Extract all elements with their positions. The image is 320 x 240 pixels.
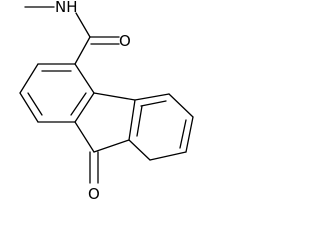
five-membered-ring bbox=[74, 92, 136, 153]
molecule-structure: NH O O bbox=[19, 0, 194, 203]
bond-carbonyl-double-o bbox=[89, 36, 120, 45]
amide-nitrogen-label: NH bbox=[55, 0, 78, 16]
ketone-oxygen-label: O bbox=[88, 185, 100, 203]
bond-ketone-double-o bbox=[89, 151, 99, 184]
left-ring bbox=[19, 63, 95, 123]
right-ring bbox=[128, 93, 194, 161]
amide-oxygen-label: O bbox=[119, 32, 131, 50]
bond-carbonyl-ring bbox=[74, 36, 91, 65]
bond-n-carbonyl bbox=[75, 12, 91, 38]
